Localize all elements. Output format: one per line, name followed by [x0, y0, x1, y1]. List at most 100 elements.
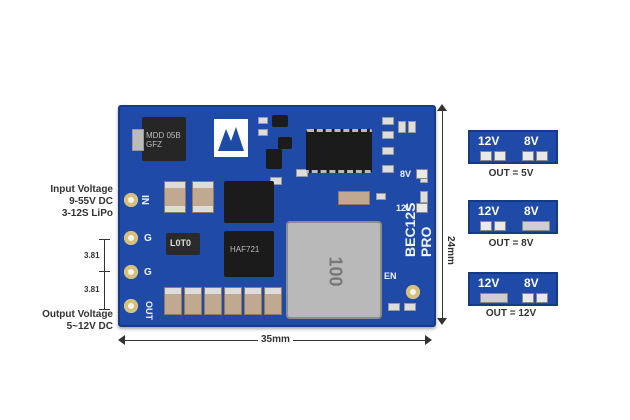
- board-name: BEC12S: [402, 202, 418, 257]
- cap-terminal: [193, 182, 213, 188]
- width-arrow-right-icon: [425, 335, 432, 345]
- smd-resistor: [420, 191, 428, 203]
- config-pad-a: [480, 151, 492, 161]
- smd-resistor: [296, 169, 308, 177]
- smd-resistor: [388, 303, 400, 311]
- config-8v-label: 8V: [524, 276, 539, 290]
- config-pad-d: [536, 151, 548, 161]
- config-8v-label: 8V: [524, 134, 539, 148]
- smd-resistor: [376, 193, 386, 200]
- smd-resistor: [404, 303, 416, 311]
- input-voltage-cells: 3-12S LiPo: [61, 208, 113, 219]
- cap-terminal: [193, 206, 213, 212]
- output-voltage-title: Output Voltage: [42, 309, 113, 320]
- output-capacitor: [244, 287, 262, 315]
- width-arrow-left-icon: [118, 335, 125, 345]
- manufacturer-logo: [214, 119, 248, 157]
- output-capacitor: [264, 287, 282, 315]
- pad-out: [124, 299, 138, 313]
- input-capacitor: [164, 181, 186, 213]
- pad-spacing-line: [104, 239, 105, 309]
- pad-gnd-1: [124, 231, 138, 245]
- input-voltage-range: 9-55V DC: [69, 196, 113, 207]
- input-voltage-label: Input Voltage 9-55V DC 3-12S LiPo: [50, 184, 113, 220]
- smd-resistor: [382, 131, 394, 139]
- small-ic: [278, 137, 292, 149]
- config-pad-b: [494, 151, 506, 161]
- config-caption-8v: OUT = 8V: [488, 238, 534, 249]
- output-voltage-range: 5~12V DC: [66, 321, 113, 332]
- pad-spacing-tick-bottom: [99, 309, 110, 310]
- mosfet-high: [224, 181, 274, 223]
- smd-resistor: [382, 165, 394, 173]
- mosfet-low: HAF721: [224, 231, 274, 277]
- mosfet-marking-2: HAF721: [230, 245, 260, 254]
- small-ic: [272, 115, 288, 127]
- cap-terminal: [185, 288, 201, 294]
- cap-terminal: [165, 182, 185, 188]
- height-arrow-bottom-icon: [437, 318, 447, 325]
- input-capacitor: [192, 181, 214, 213]
- height-arrow-top-icon: [437, 104, 447, 111]
- input-voltage-title: Input Voltage: [50, 184, 113, 195]
- output-voltage-label: Output Voltage 5~12V DC: [42, 309, 113, 333]
- enable-label: EN: [384, 271, 397, 281]
- smd-resistor: [398, 121, 406, 133]
- height-label: 24mm: [445, 234, 456, 267]
- diode-tab: [132, 129, 144, 151]
- smd-resistor: [382, 117, 394, 125]
- config-caption-5v: OUT = 5V: [488, 168, 534, 179]
- smd-resistor: [408, 121, 416, 133]
- output-capacitor: [224, 287, 242, 315]
- config-out-5v: 12V 8V: [468, 130, 558, 164]
- pad-spacing-tick-top: [99, 239, 110, 240]
- config-pad-c: [522, 151, 534, 161]
- output-capacitor: [204, 287, 222, 315]
- config-solder-bridge: [522, 221, 550, 231]
- bec-board: MDD 05B GFZ HAF721 L0T0 100: [118, 105, 436, 327]
- config-pad-a: [480, 221, 492, 231]
- smd-resistor: [382, 147, 394, 155]
- config-12v-label: 12V: [478, 276, 500, 290]
- cap-terminal: [245, 288, 261, 294]
- config-caption-12v: OUT = 12V: [485, 308, 537, 319]
- diode-marking: MDD 05B GFZ: [146, 131, 181, 149]
- config-8v-label: 8V: [524, 204, 539, 218]
- logo-icon: [218, 127, 244, 151]
- power-inductor: 100: [286, 221, 382, 319]
- config-pad-c: [522, 293, 534, 303]
- enable-pad: [406, 285, 420, 299]
- output-capacitor: [164, 287, 182, 315]
- controller-ic: [306, 129, 372, 173]
- config-out-12v: 12V 8V: [468, 272, 558, 306]
- board-jumper-8v-label: 8V: [400, 169, 412, 179]
- board-jumper-8v-pad: [416, 169, 428, 179]
- board-jumper-12v-label: 12V: [396, 203, 413, 213]
- pad-spacing-tick-mid: [99, 271, 110, 272]
- schottky-diode: MDD 05B GFZ: [132, 117, 186, 161]
- cap-terminal: [165, 288, 181, 294]
- cap-terminal: [205, 288, 221, 294]
- inductor-marking: 100: [325, 256, 346, 287]
- pad-spacing-1-label: 3.81: [84, 251, 100, 260]
- cap-terminal: [165, 206, 185, 212]
- config-12v-label: 12V: [478, 204, 500, 218]
- pad-gnd-2: [124, 265, 138, 279]
- pad-label-in: IN: [139, 195, 150, 205]
- small-ic: [266, 149, 282, 169]
- mosfet-small: L0T0: [166, 233, 200, 255]
- config-12v-label: 12V: [478, 134, 500, 148]
- pad-spacing-2-label: 3.81: [84, 285, 100, 294]
- config-out-8v: 12V 8V: [468, 200, 558, 234]
- width-label: 35mm: [258, 334, 293, 345]
- mosfet-marking-1: L0T0: [170, 238, 192, 248]
- smd-resistor: [258, 117, 268, 124]
- output-capacitor: [184, 287, 202, 315]
- pad-label-out: OUT: [144, 301, 154, 320]
- config-solder-bridge: [480, 293, 508, 303]
- pad-in: [124, 193, 138, 207]
- pad-label-g1: G: [144, 233, 152, 244]
- pad-label-g2: G: [144, 267, 152, 278]
- smd-resistor: [258, 129, 268, 136]
- board-jumper-12v-pad: [416, 203, 428, 213]
